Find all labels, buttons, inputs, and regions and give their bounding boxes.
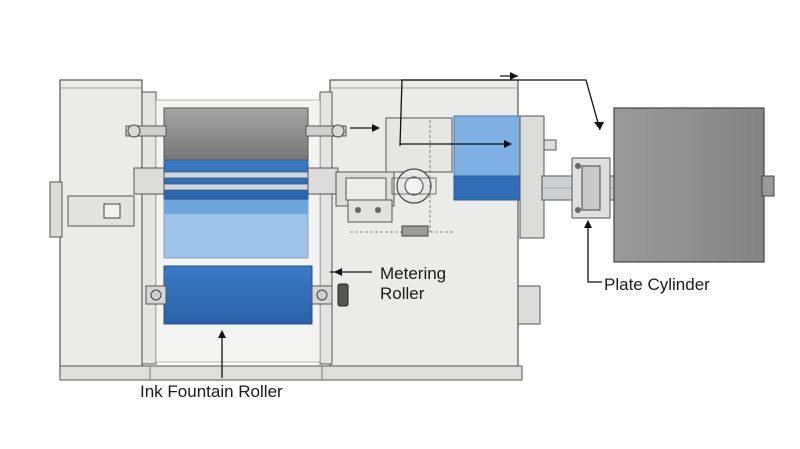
center-mechanism (335, 117, 454, 237)
metering-roller-label-line2: Roller (380, 284, 425, 303)
plate-cylinder-label: Plate Cylinder (604, 275, 710, 294)
distributor-roller (133, 159, 339, 201)
metering-roller-label-line1: Metering (380, 264, 447, 283)
ink-fountain-roller (145, 265, 349, 325)
ink-fountain-roller-label: Ink Fountain Roller (140, 382, 283, 401)
drive-shaft (541, 139, 617, 219)
metering-roller-label: Metering Roller (380, 264, 446, 304)
frame-panel (67, 195, 135, 227)
plate-transfer-block (429, 115, 545, 239)
leader-lines (218, 72, 604, 378)
plate-cylinder (613, 107, 775, 263)
metering-roller (163, 199, 309, 259)
left-frame (49, 79, 143, 376)
